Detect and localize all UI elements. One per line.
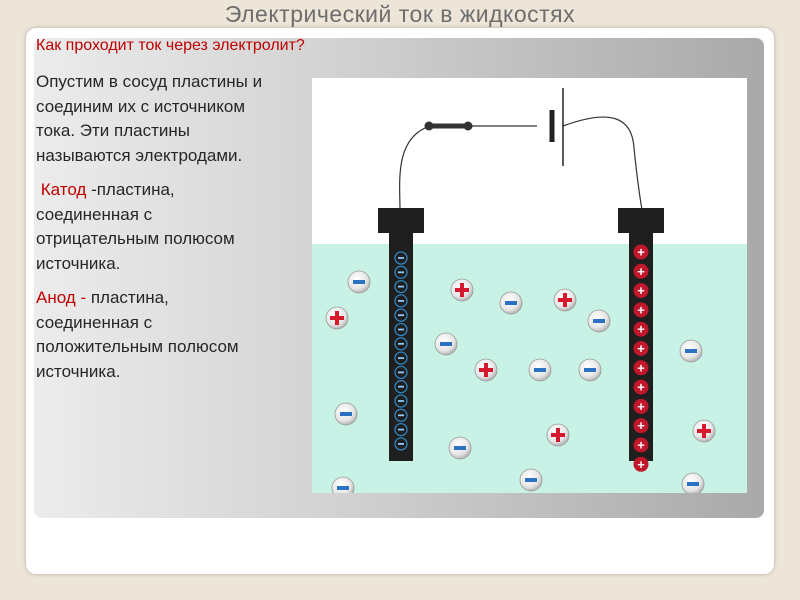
anode-charge	[633, 379, 649, 395]
anode-charge-sign: +	[637, 399, 645, 414]
electrolysis-diagram: + + + + + + + + + + + +	[312, 78, 747, 493]
cathode-cap	[378, 208, 424, 233]
anode-term: Анод -	[36, 288, 87, 307]
anode-cap	[618, 208, 664, 233]
anode-charge-sign: +	[637, 264, 645, 279]
negative-ion-sign	[337, 486, 349, 490]
anode-charge-sign: +	[637, 341, 645, 356]
cathode-charge-ring	[394, 380, 408, 394]
anode-charge	[633, 341, 649, 356]
free-ions	[325, 270, 716, 493]
paragraph-anode: Анод - пластина, соединенная с положител…	[36, 286, 276, 384]
cathode-charge-ring	[394, 437, 408, 451]
positive-ion-sign-v	[563, 293, 567, 307]
cathode-charge-ring	[394, 337, 408, 351]
anode-charge	[633, 418, 649, 434]
negative-ion-sign	[525, 478, 537, 482]
negative-ion-sign	[505, 301, 517, 305]
anode-charge-sign: +	[637, 302, 645, 317]
anode-charge	[633, 360, 649, 376]
cathode-charge-ring	[394, 394, 408, 408]
cathode-charge-ring	[394, 265, 408, 279]
negative-ion-sign	[685, 349, 697, 353]
anode-charge	[633, 437, 649, 453]
cathode-electrode	[378, 208, 424, 461]
positive-ion-sign-v	[556, 428, 560, 442]
anode-charge	[633, 263, 649, 279]
negative-ion-sign	[353, 280, 365, 284]
anode-charge	[633, 456, 649, 472]
negative-ion-sign	[687, 482, 699, 486]
positive-ion-sign-v	[484, 363, 488, 377]
cathode-charge-ring	[394, 322, 408, 337]
cathode-negative-charges	[394, 251, 408, 451]
cathode-definition: -пластина, соединенная с отрицательным п…	[36, 180, 235, 273]
slide-title: Электрический ток в жидкостях	[224, 1, 576, 27]
cathode-charge-ring	[394, 422, 408, 437]
cathode-charge-ring	[394, 408, 408, 422]
right-wire	[562, 116, 643, 211]
positive-ion-sign-v	[702, 424, 706, 438]
paragraph-electrodes: Опустим в сосуд пластины и соединим их с…	[36, 72, 263, 165]
negative-ion-sign	[340, 412, 352, 416]
anode-charge-sign: +	[637, 380, 645, 395]
anode-charge	[633, 283, 649, 299]
left-wire	[399, 125, 431, 211]
positive-ion-sign-v	[335, 311, 339, 325]
switch-contact-right	[463, 121, 473, 131]
explanation-text: Опустим в сосуд пластины и соединим их с…	[36, 70, 276, 394]
anode-charge-sign: +	[637, 418, 645, 433]
anode-charge-sign: +	[637, 322, 645, 337]
anode-charge-sign: +	[637, 457, 645, 472]
negative-ion-sign	[584, 368, 596, 372]
cathode-charge-ring	[394, 365, 408, 380]
cathode-plate	[389, 233, 413, 461]
anode-charge	[633, 321, 649, 337]
cathode-term: Катод	[40, 180, 87, 199]
anode-charge	[633, 398, 649, 414]
cathode-charge-ring	[394, 279, 408, 294]
cathode-charge-ring	[394, 308, 408, 322]
switch-contact-left	[424, 121, 434, 131]
anode-charge-sign: +	[637, 438, 645, 453]
anode-charge	[633, 302, 649, 318]
negative-ion-sign	[593, 319, 605, 323]
cathode-charge-ring	[394, 294, 408, 308]
anode-charge	[633, 244, 649, 260]
anode-definition: пластина, соединенная с положительным по…	[36, 288, 239, 381]
negative-ion-sign	[440, 342, 452, 346]
anode-electrode: + + + + + + + + + + + +	[618, 208, 664, 472]
cathode-charge-ring	[394, 351, 408, 365]
anode-charge-sign: +	[637, 360, 645, 375]
diagram-svg: + + + + + + + + + + + +	[312, 88, 747, 493]
anode-charge-sign: +	[637, 245, 645, 260]
positive-ion-sign-v	[460, 283, 464, 297]
negative-ion-sign	[534, 368, 546, 372]
cathode-charge-ring	[394, 251, 408, 265]
slide-subtitle: Как проходит ток через электролит?	[36, 37, 305, 54]
paragraph-cathode: Катод -пластина, соединенная с отрицател…	[36, 178, 276, 276]
anode-charge-sign: +	[637, 283, 645, 298]
anode-positive-charges: + + + + + + + + + + + +	[633, 244, 649, 472]
negative-ion-sign	[454, 446, 466, 450]
